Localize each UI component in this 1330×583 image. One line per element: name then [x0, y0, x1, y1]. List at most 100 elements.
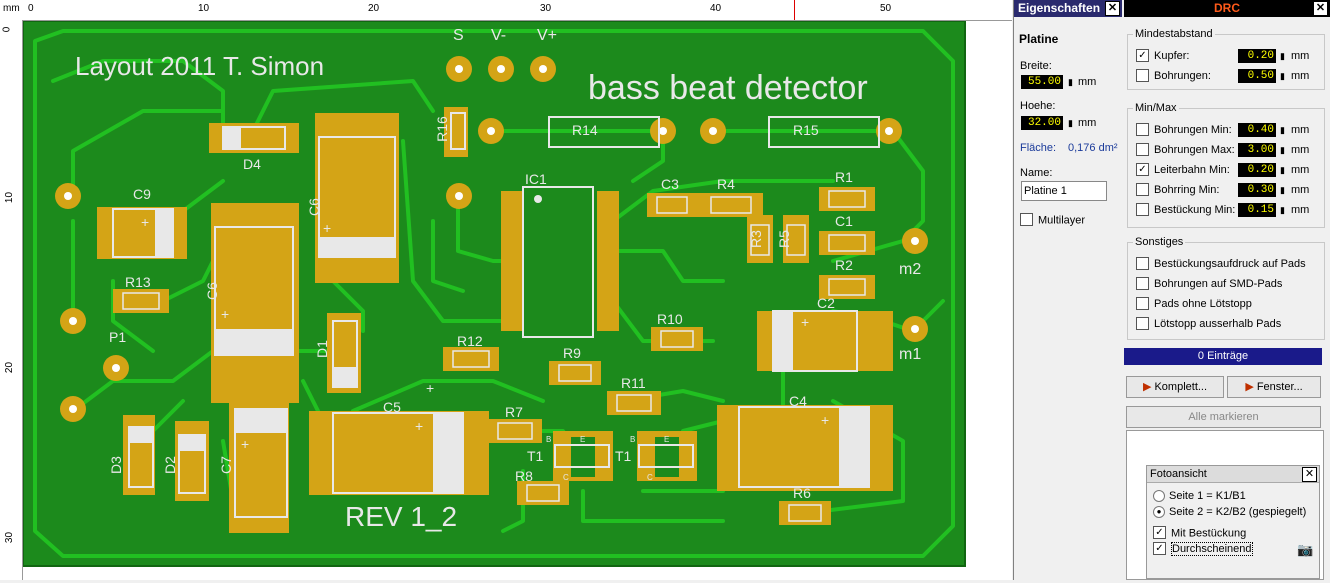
component-label: R3 — [747, 230, 764, 248]
component-label: C4 — [789, 393, 807, 409]
drc-option-label: Leiterbahn Min: — [1154, 164, 1230, 176]
durchscheinend-checkbox[interactable]: ✓ — [1153, 542, 1166, 555]
svg-text:+: + — [221, 306, 229, 322]
drc-option[interactable]: Lötstopp ausserhalb Pads — [1136, 316, 1281, 332]
drc-option[interactable]: Pads ohne Lötstopp — [1136, 296, 1252, 312]
unit-label: mm — [1291, 164, 1310, 176]
seite2-radio[interactable]: ● — [1153, 506, 1165, 519]
drc-option[interactable]: Bohrring Min: — [1136, 182, 1219, 198]
drc-option[interactable]: ✓Kupfer: — [1136, 48, 1189, 64]
breite-spinner-icon[interactable]: ▮ — [1068, 77, 1073, 87]
breite-input[interactable]: 55.00 — [1021, 75, 1063, 89]
drc-option[interactable]: Bestückung Min: — [1136, 202, 1235, 218]
drc-checkbox[interactable] — [1136, 122, 1149, 136]
drc-value-input[interactable]: 0.20 — [1238, 163, 1276, 177]
ruler-label: 50 — [880, 3, 892, 14]
flaeche-value: 0,176 dm² — [1068, 142, 1118, 154]
play-icon: ▶ — [1245, 381, 1257, 393]
drc-value-input[interactable]: 0.30 — [1238, 183, 1276, 197]
drc-option-label: Bestückungsaufdruck auf Pads — [1154, 258, 1306, 270]
fenster-button[interactable]: ▶ Fenster... — [1227, 376, 1321, 398]
hoehe-unit: mm — [1078, 117, 1097, 129]
drc-checkbox[interactable] — [1136, 142, 1149, 156]
component-label: D3 — [107, 456, 124, 474]
spinner-icon[interactable]: ▮ — [1280, 125, 1285, 135]
drc-option[interactable]: Bohrungen auf SMD-Pads — [1136, 276, 1282, 292]
mit-bestueckung-option[interactable]: ✓ Mit Bestückung — [1153, 526, 1247, 540]
platine-section: Platine — [1019, 32, 1059, 46]
close-icon[interactable]: ✕ — [1105, 1, 1120, 16]
seite1-radio[interactable] — [1153, 490, 1165, 503]
drc-title: DRC — [1214, 1, 1240, 15]
spinner-icon[interactable]: ▮ — [1280, 165, 1285, 175]
drc-checkbox[interactable] — [1136, 316, 1149, 330]
spinner-icon[interactable]: ▮ — [1280, 185, 1285, 195]
drc-option[interactable]: Bestückungsaufdruck auf Pads — [1136, 256, 1306, 272]
drc-option[interactable]: Bohrungen Max: — [1136, 142, 1235, 158]
component-label: C6 — [305, 198, 322, 216]
mit-bestueckung-label: Mit Bestückung — [1171, 527, 1247, 540]
multilayer-checkbox[interactable] — [1020, 213, 1033, 226]
svg-text:+: + — [415, 418, 423, 434]
ruler-label: 30 — [540, 3, 552, 14]
component-label: C2 — [817, 295, 835, 311]
ruler-label: 20 — [4, 361, 16, 374]
durchscheinend-option[interactable]: ✓Durchscheinend — [1153, 542, 1253, 557]
drc-value-input[interactable]: 0.20 — [1238, 49, 1276, 63]
multilayer-option[interactable]: Multilayer — [1020, 213, 1086, 227]
drc-checkbox[interactable] — [1136, 296, 1149, 310]
close-icon[interactable]: ✕ — [1313, 1, 1328, 16]
hoehe-input[interactable]: 32.00 — [1021, 116, 1063, 130]
drc-value-input[interactable]: 0.50 — [1238, 69, 1276, 83]
spinner-icon[interactable]: ▮ — [1280, 71, 1285, 81]
minmax-title: Min/Max — [1133, 102, 1179, 114]
component-label: V+ — [537, 27, 558, 44]
drc-checkbox[interactable] — [1136, 202, 1149, 216]
multilayer-label: Multilayer — [1038, 214, 1086, 227]
drc-checkbox[interactable] — [1136, 256, 1149, 270]
drc-value-input[interactable]: 0.15 — [1238, 203, 1276, 217]
drc-option[interactable]: Bohrungen Min: — [1136, 122, 1232, 138]
drc-checkbox[interactable]: ✓ — [1136, 48, 1149, 62]
component-label: R10 — [657, 311, 683, 327]
drc-option-label: Bohrungen Max: — [1154, 144, 1235, 156]
component-label: P1 — [109, 329, 127, 345]
drc-checkbox[interactable] — [1136, 68, 1149, 82]
hoehe-spinner-icon[interactable]: ▮ — [1068, 118, 1073, 128]
mindestabstand-title: Mindestabstand — [1133, 28, 1215, 40]
drc-checkbox[interactable] — [1136, 182, 1149, 196]
name-input[interactable]: Platine 1 — [1021, 181, 1107, 201]
component-label: R6 — [793, 485, 811, 501]
drc-checkbox[interactable] — [1136, 276, 1149, 290]
component-label: m1 — [899, 346, 922, 363]
pcb-canvas[interactable]: + + + + + + + + Layout 2011 T. Simon bas… — [22, 20, 1012, 580]
top-ruler: mm 0 10 20 30 40 50 — [0, 0, 1012, 21]
drc-checkbox[interactable]: ✓ — [1136, 162, 1149, 176]
ruler-label: 20 — [368, 3, 380, 14]
component-label: R7 — [505, 404, 523, 420]
drc-option[interactable]: ✓ Leiterbahn Min: — [1136, 162, 1230, 178]
unit-label: mm — [1291, 144, 1310, 156]
drc-value-input[interactable]: 0.40 — [1238, 123, 1276, 137]
drc-value-input[interactable]: 3.00 — [1238, 143, 1276, 157]
component-label: C — [563, 473, 569, 482]
camera-icon[interactable]: 📷 — [1297, 542, 1314, 557]
component-label: T1 — [527, 448, 544, 464]
spinner-icon[interactable]: ▮ — [1280, 205, 1285, 215]
spinner-icon[interactable]: ▮ — [1280, 51, 1285, 61]
component-label: C6 — [203, 282, 220, 300]
seite2-option[interactable]: ●Seite 2 = K2/B2 (gespiegelt) — [1153, 506, 1306, 519]
component-label: C9 — [133, 186, 151, 202]
alle-markieren-button[interactable]: Alle markieren — [1126, 406, 1321, 428]
mit-bestueckung-checkbox[interactable]: ✓ — [1153, 526, 1166, 539]
seite1-option[interactable]: Seite 1 = K1/B1 — [1153, 490, 1246, 503]
pcb-board[interactable]: + + + + + + + + — [22, 20, 1012, 580]
spinner-icon[interactable]: ▮ — [1280, 145, 1285, 155]
drc-option[interactable]: Bohrungen: — [1136, 68, 1211, 84]
komplett-button[interactable]: ▶ Komplett... — [1126, 376, 1224, 398]
close-icon[interactable]: ✕ — [1302, 467, 1317, 482]
component-label: D4 — [243, 156, 261, 172]
